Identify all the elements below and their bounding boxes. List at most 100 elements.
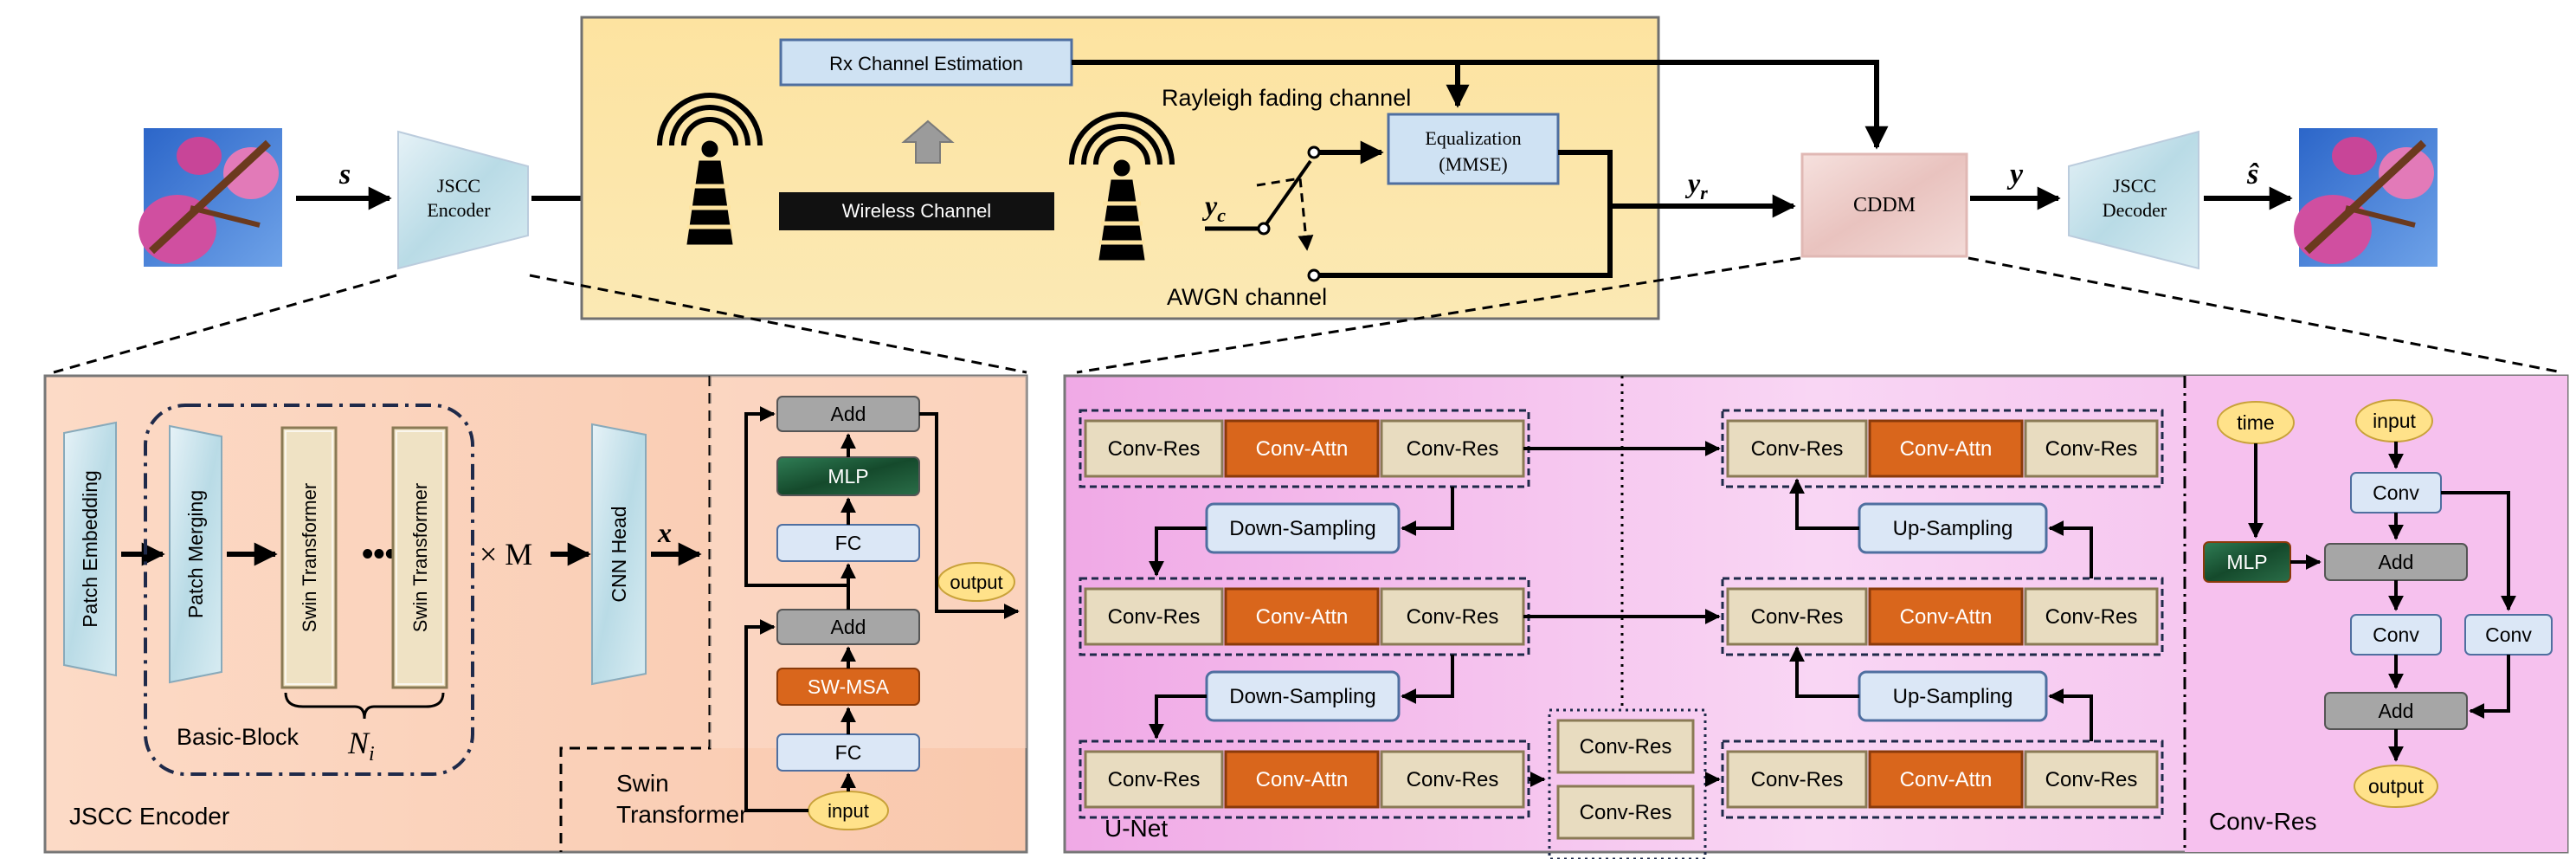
convres-panel-title: Conv-Res bbox=[2209, 808, 2316, 835]
swin-sw-msa-label: SW-MSA bbox=[808, 675, 890, 698]
unet-r1-convres-b: Conv-Res bbox=[2045, 437, 2138, 461]
switch-dashed-arrow bbox=[1256, 177, 1314, 251]
rx-channel-estimation-block bbox=[779, 38, 1073, 87]
up-sampling-2-label: Up-Sampling bbox=[1893, 685, 2013, 708]
rx-antenna-icon bbox=[1069, 112, 1175, 261]
unet-l3-convattn: Conv-Attn bbox=[1256, 768, 1349, 791]
up-arrow-icon bbox=[901, 119, 955, 164]
basic-block-label: Basic-Block bbox=[177, 724, 299, 750]
unet-arrows bbox=[1149, 441, 2093, 787]
convres-output-label: output bbox=[2368, 775, 2425, 798]
input-image bbox=[138, 128, 282, 267]
equalization-block bbox=[1387, 113, 1560, 185]
encoder-x-symbol: x bbox=[657, 517, 672, 548]
convres-input-label: input bbox=[2373, 410, 2416, 432]
down-sampling-2-label: Down-Sampling bbox=[1229, 685, 1375, 708]
convres-conv-1-label: Conv bbox=[2373, 481, 2419, 504]
unet-r3-convres-a: Conv-Res bbox=[1751, 768, 1844, 791]
switch-pivot bbox=[1257, 222, 1271, 236]
unet-r3-convattn: Conv-Attn bbox=[1900, 768, 1993, 791]
cnn-head-label: CNN Head bbox=[608, 506, 630, 602]
unet-row-left-3 bbox=[1079, 740, 1530, 819]
bottleneck-convres-2-label: Conv-Res bbox=[1580, 801, 1672, 824]
symbol-yr: yr bbox=[1684, 167, 1708, 203]
swin-mlp-label: MLP bbox=[828, 465, 868, 488]
unet-row-right-1 bbox=[1721, 409, 2164, 488]
patch-embedding-label: Patch Embedding bbox=[79, 470, 101, 628]
zoom-line-cddm-right bbox=[1967, 256, 2563, 374]
unet-l2-convres-a: Conv-Res bbox=[1108, 605, 1201, 629]
basic-block-frame bbox=[144, 404, 474, 776]
rayleigh-label: Rayleigh fading channel bbox=[1162, 85, 1411, 111]
zoom-line-encoder-left bbox=[53, 274, 397, 374]
cddm-block bbox=[1800, 152, 1968, 258]
encoder-panel-title: JSCC Encoder bbox=[69, 803, 229, 830]
ni-label: Ni bbox=[347, 726, 375, 765]
wireless-channel-block bbox=[779, 192, 1054, 230]
convres-conv-2-label: Conv bbox=[2373, 623, 2419, 646]
equalization-label-1: Equalization bbox=[1425, 127, 1521, 149]
awgn-label: AWGN channel bbox=[1167, 284, 1327, 310]
convres-time-label: time bbox=[2237, 411, 2274, 434]
symbol-y: y bbox=[2006, 158, 2024, 191]
cddm-label: CDDM bbox=[1853, 194, 1916, 216]
unet-r2-convres-b: Conv-Res bbox=[2045, 605, 2138, 629]
patch-merging-block bbox=[169, 424, 222, 684]
arrow-yr bbox=[1558, 150, 1796, 218]
unet-l2-convattn: Conv-Attn bbox=[1256, 605, 1349, 629]
ellipsis-dots: ••• bbox=[362, 536, 396, 572]
cnn-head-block bbox=[591, 423, 647, 686]
symbol-s: s bbox=[338, 158, 351, 191]
unet-row-left-1 bbox=[1079, 409, 1530, 488]
swin-transformer-block-1 bbox=[280, 426, 338, 689]
jscc-encoder-block bbox=[397, 130, 529, 270]
jscc-decoder-label-1: JSCC bbox=[2113, 175, 2156, 197]
swin-panel-title-2: Transformer bbox=[616, 801, 747, 828]
convres-conv-3-label: Conv bbox=[2485, 623, 2532, 646]
switch-arm bbox=[1264, 159, 1312, 227]
swin-fc-bottom-label: FC bbox=[835, 741, 862, 764]
bottleneck-convres-1 bbox=[1556, 719, 1695, 774]
arrow-est-to-cddm bbox=[1072, 60, 1889, 150]
symbol-yc: yc bbox=[1201, 190, 1226, 226]
jscc-encoder-label-2: Encoder bbox=[427, 199, 491, 221]
unet-r3-convres-b: Conv-Res bbox=[2045, 768, 2138, 791]
patch-merging-label: Patch Merging bbox=[184, 490, 207, 618]
unet-r1-convres-a: Conv-Res bbox=[1751, 437, 1844, 461]
output-image bbox=[2294, 128, 2438, 267]
convres-output-oval bbox=[2354, 765, 2438, 808]
swin-fc-top-label: FC bbox=[835, 532, 862, 554]
tx-antenna-icon bbox=[657, 93, 763, 245]
patch-embedding-block bbox=[63, 421, 117, 677]
bottleneck-convres-2 bbox=[1556, 785, 1695, 840]
awgn-branch-line bbox=[1319, 206, 1613, 278]
unet-r2-convattn: Conv-Attn bbox=[1900, 605, 1993, 629]
convres-mlp-label: MLP bbox=[2226, 551, 2267, 573]
wireless-channel-label: Wireless Channel bbox=[842, 200, 991, 222]
unet-l3-convres-b: Conv-Res bbox=[1407, 768, 1499, 791]
zoom-line-encoder-right bbox=[529, 274, 1027, 374]
unet-l1-convres-b: Conv-Res bbox=[1407, 437, 1499, 461]
swin-transformer-label-1: Swin Transformer bbox=[299, 483, 320, 632]
convres-add-2-label: Add bbox=[2379, 700, 2414, 722]
convres-arrows bbox=[2248, 442, 2516, 762]
rx-channel-estimation-label: Rx Channel Estimation bbox=[829, 53, 1023, 74]
jscc-encoder-label-1: JSCC bbox=[437, 175, 480, 197]
swin-transformer-label-2: Swin Transformer bbox=[409, 483, 431, 632]
swin-add-bottom-label: Add bbox=[831, 616, 866, 638]
swin-add-top-label: Add bbox=[831, 403, 866, 425]
unet-row-left-2 bbox=[1079, 577, 1530, 656]
swin-arrows bbox=[744, 406, 1020, 812]
times-m-label: × M bbox=[480, 537, 532, 572]
swin-panel-title-1: Swin bbox=[616, 770, 669, 797]
bottleneck-convres-1-label: Conv-Res bbox=[1580, 735, 1672, 759]
swin-transformer-block-2 bbox=[391, 426, 448, 689]
zoom-line-cddm-left bbox=[1076, 256, 1801, 374]
unet-l3-convres-a: Conv-Res bbox=[1108, 768, 1201, 791]
jscc-decoder-label-2: Decoder bbox=[2103, 199, 2167, 221]
symbol-s-hat: ŝ bbox=[2246, 158, 2259, 191]
unet-l2-convres-b: Conv-Res bbox=[1407, 605, 1499, 629]
unet-l1-convattn: Conv-Attn bbox=[1256, 437, 1349, 461]
up-sampling-1-label: Up-Sampling bbox=[1893, 517, 2013, 540]
